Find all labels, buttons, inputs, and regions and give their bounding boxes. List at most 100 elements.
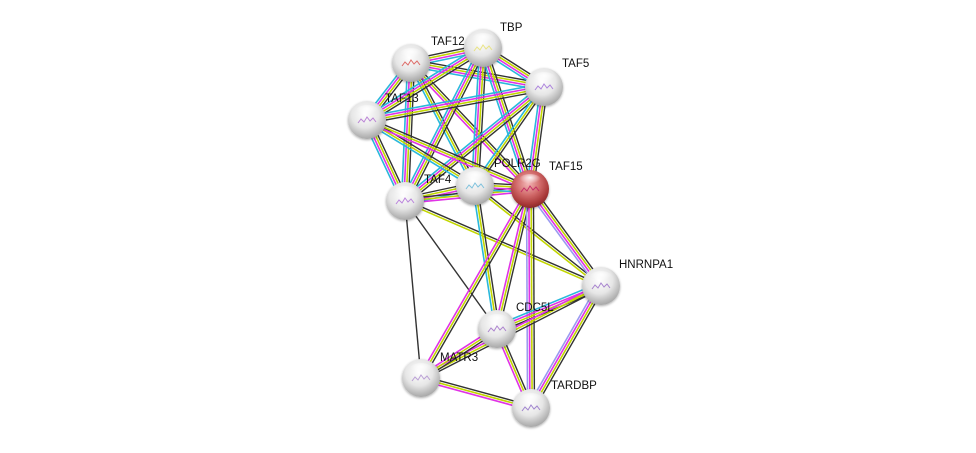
node-label-taf4: TAF4 bbox=[424, 174, 452, 186]
node-highlight bbox=[519, 174, 541, 186]
node-taf5[interactable] bbox=[525, 68, 563, 106]
node-label-tbp: TBP bbox=[500, 22, 523, 34]
edge-tbp-taf13[interactable] bbox=[364, 44, 486, 124]
edge-evidence-cyan bbox=[402, 83, 543, 199]
edge-evidence-cyan bbox=[472, 85, 543, 186]
node-highlight bbox=[472, 33, 494, 45]
node-highlight bbox=[410, 363, 432, 375]
edge-evidence-black bbox=[422, 189, 533, 380]
edge-taf15-matr3[interactable] bbox=[418, 187, 533, 380]
edge-matr3-tardbp[interactable] bbox=[420, 375, 532, 411]
node-highlight bbox=[520, 393, 542, 405]
edge-evidence-yellow bbox=[496, 188, 531, 330]
edge-evidence-cyan bbox=[365, 121, 475, 189]
edge-evidence-yellow bbox=[366, 119, 476, 187]
edge-evidence-cyan bbox=[400, 62, 409, 201]
edge-evidence-yellow bbox=[367, 87, 545, 122]
edge-evidence-magenta bbox=[403, 62, 411, 201]
edge-evidence-black bbox=[421, 375, 532, 407]
edge-taf13-polr2g[interactable] bbox=[365, 117, 477, 189]
edge-evidence-magenta bbox=[529, 285, 601, 408]
node-cdc5l[interactable] bbox=[478, 310, 516, 348]
edge-evidence-yellow bbox=[420, 377, 532, 409]
edge-evidence-yellow bbox=[473, 186, 601, 288]
edge-evidence-lavender bbox=[525, 189, 529, 409]
edge-evidence-magenta bbox=[365, 121, 530, 192]
edge-evidence-magenta bbox=[528, 189, 531, 409]
node-hnrnpa1[interactable] bbox=[582, 267, 620, 305]
edge-evidence-yellow bbox=[420, 188, 531, 379]
node-label-matr3: MATR3 bbox=[440, 352, 478, 364]
edge-evidence-black bbox=[407, 49, 487, 203]
edge-evidence-magenta bbox=[403, 47, 483, 201]
node-label-taf15: TAF15 bbox=[549, 161, 583, 173]
edge-evidence-cyan bbox=[364, 44, 482, 118]
node-label-polr2g: POLR2G bbox=[494, 158, 541, 170]
edge-tbp-taf4[interactable] bbox=[401, 46, 487, 203]
edge-taf5-taf13[interactable] bbox=[366, 82, 545, 125]
edge-evidence-cyan bbox=[471, 186, 496, 330]
edge-taf5-taf4[interactable] bbox=[402, 83, 547, 205]
edge-evidence-black bbox=[532, 186, 605, 285]
node-highlight bbox=[486, 314, 508, 326]
edge-evidence-black bbox=[368, 50, 486, 124]
edge-taf13-taf15[interactable] bbox=[365, 117, 532, 192]
node-polr2g[interactable] bbox=[456, 167, 494, 205]
node-label-hnrnpa1: HNRNPA1 bbox=[619, 259, 673, 271]
edge-evidence-magenta bbox=[403, 85, 544, 201]
edge-evidence-cyan bbox=[495, 282, 600, 327]
edge-evidence-magenta bbox=[366, 85, 544, 120]
edge-taf15-hnrnpa1[interactable] bbox=[526, 186, 605, 289]
edge-polr2g-cdc5l[interactable] bbox=[471, 185, 500, 330]
edge-evidence-yellow bbox=[366, 119, 531, 190]
edge-taf4-hnrnpa1[interactable] bbox=[404, 199, 602, 288]
node-taf15[interactable] bbox=[511, 170, 549, 208]
edge-evidence-cyan bbox=[408, 63, 474, 188]
edge-evidence-lavender bbox=[526, 190, 599, 289]
edge-evidence-yellow bbox=[474, 86, 545, 187]
edge-evidence-black bbox=[477, 48, 488, 187]
edge-evidence-black bbox=[533, 287, 605, 411]
edge-taf12-taf4[interactable] bbox=[400, 62, 416, 202]
node-highlight bbox=[464, 171, 486, 183]
edge-evidence-black bbox=[367, 89, 545, 125]
edge-polr2g-hnrnpa1[interactable] bbox=[473, 184, 603, 288]
edge-evidence-magenta bbox=[481, 48, 530, 190]
node-tardbp[interactable] bbox=[512, 389, 550, 427]
edge-evidence-black bbox=[406, 89, 547, 205]
node-highlight bbox=[590, 271, 612, 283]
node-label-tardbp: TARDBP bbox=[551, 380, 597, 392]
node-highlight bbox=[400, 48, 422, 60]
edge-evidence-black bbox=[404, 200, 422, 379]
node-taf13[interactable] bbox=[348, 101, 386, 139]
edge-evidence-magenta bbox=[420, 379, 531, 411]
edge-evidence-black bbox=[367, 117, 532, 188]
edge-hnrnpa1-tardbp[interactable] bbox=[527, 283, 605, 411]
node-highlight bbox=[356, 105, 378, 117]
node-label-taf5: TAF5 bbox=[562, 58, 589, 70]
edge-evidence-cyan bbox=[401, 46, 481, 200]
edge-taf4-cdc5l[interactable] bbox=[404, 200, 498, 330]
node-tbp[interactable] bbox=[464, 29, 502, 67]
edge-evidence-black bbox=[405, 199, 602, 286]
edge-evidence-yellow bbox=[405, 63, 413, 202]
edge-taf15-tardbp[interactable] bbox=[525, 188, 536, 409]
edge-evidence-magenta bbox=[418, 187, 529, 378]
edge-evidence-yellow bbox=[475, 48, 485, 187]
edge-evidence-black bbox=[407, 63, 416, 202]
node-taf4[interactable] bbox=[386, 182, 424, 220]
edge-evidence-yellow bbox=[405, 48, 485, 202]
edge-evidence-yellow bbox=[405, 87, 546, 203]
node-taf12[interactable] bbox=[392, 44, 430, 82]
edge-evidence-yellow bbox=[404, 201, 601, 288]
node-label-taf12: TAF12 bbox=[431, 36, 465, 48]
edge-evidence-black bbox=[532, 188, 536, 408]
edge-taf4-matr3[interactable] bbox=[404, 200, 422, 379]
node-matr3[interactable] bbox=[402, 359, 440, 397]
edge-evidence-yellow bbox=[474, 185, 498, 330]
node-highlight bbox=[533, 72, 555, 84]
edge-evidence-yellow bbox=[530, 187, 603, 286]
edge-evidence-cyan bbox=[410, 65, 544, 92]
edge-evidence-black bbox=[404, 200, 498, 330]
